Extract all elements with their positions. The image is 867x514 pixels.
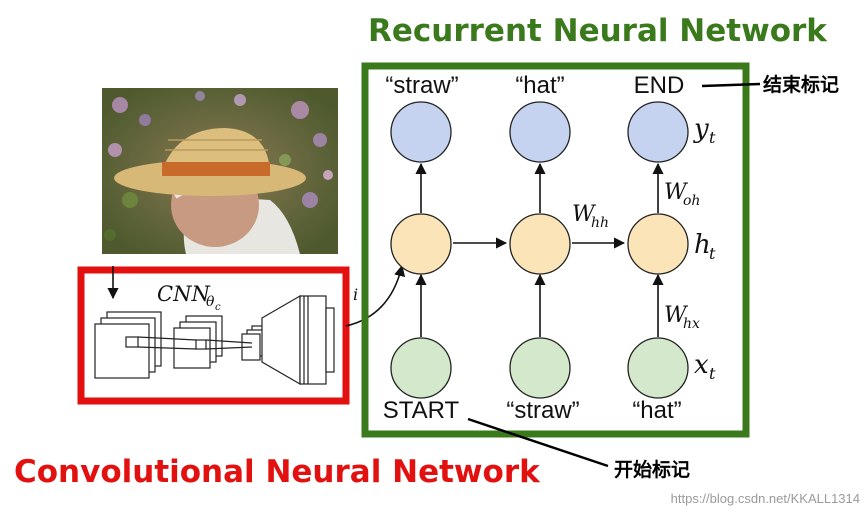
cnn-to-hidden-arrow <box>345 264 406 327</box>
output-node-1 <box>390 101 452 163</box>
output-word-2: “hat” <box>515 72 564 99</box>
rnn-frame <box>361 62 750 438</box>
x-t-label: x t <box>694 350 716 383</box>
input-word-3: “hat” <box>632 397 681 424</box>
svg-text:W: W <box>572 202 597 227</box>
h-t-label: h t <box>694 230 716 263</box>
input-word-start: START <box>383 397 460 424</box>
vertical-arrows <box>415 162 664 337</box>
output-word-1: “straw” <box>385 72 458 99</box>
watermark: https://blog.csdn.net/KKALL1314 <box>671 491 860 506</box>
svg-text:c: c <box>215 302 221 313</box>
w-oh-label: W oh <box>664 180 700 209</box>
start-marker-annotation: 开始标记 <box>614 458 690 481</box>
output-node-3 <box>627 101 689 163</box>
end-marker-annotation: 结束标记 <box>763 73 839 96</box>
svg-text:x: x <box>694 350 709 380</box>
cnn-label: CNN θ c <box>157 282 221 313</box>
svg-text:oh: oh <box>683 193 700 209</box>
svg-text:θ: θ <box>206 294 215 310</box>
svg-text:t: t <box>709 128 716 147</box>
svg-text:t: t <box>709 364 716 383</box>
svg-text:t: t <box>709 244 716 263</box>
svg-text:CNN: CNN <box>157 282 210 306</box>
cnn-title: Convolutional Neural Network <box>14 454 541 490</box>
conv-layers <box>94 294 335 386</box>
output-word-end: END <box>634 72 685 99</box>
input-node-2 <box>509 337 571 399</box>
w-hx-label: W hx <box>664 303 700 332</box>
w-ih-fragment-label: i <box>353 285 358 304</box>
input-node-3 <box>627 337 689 399</box>
person-with-straw-hat-photo <box>114 128 306 254</box>
svg-text:h: h <box>694 230 711 260</box>
hidden-node-1 <box>390 213 452 275</box>
w-hh-label: W hh <box>572 202 609 231</box>
start-marker-pointer <box>467 417 609 468</box>
output-node-2 <box>509 101 571 163</box>
hidden-node-2 <box>509 213 571 275</box>
flower-background <box>104 91 333 241</box>
svg-text:W: W <box>664 303 689 328</box>
svg-text:y: y <box>693 114 709 144</box>
svg-text:hh: hh <box>591 215 609 231</box>
svg-text:hx: hx <box>683 316 700 332</box>
rnn-title: Recurrent Neural Network <box>368 13 828 49</box>
input-word-2: “straw” <box>506 397 579 424</box>
y-t-label: y t <box>693 114 716 147</box>
hidden-node-3 <box>627 213 689 275</box>
input-node-1 <box>390 337 452 399</box>
svg-text:W: W <box>664 180 689 205</box>
photo <box>102 88 338 254</box>
end-marker-pointer <box>701 82 761 88</box>
